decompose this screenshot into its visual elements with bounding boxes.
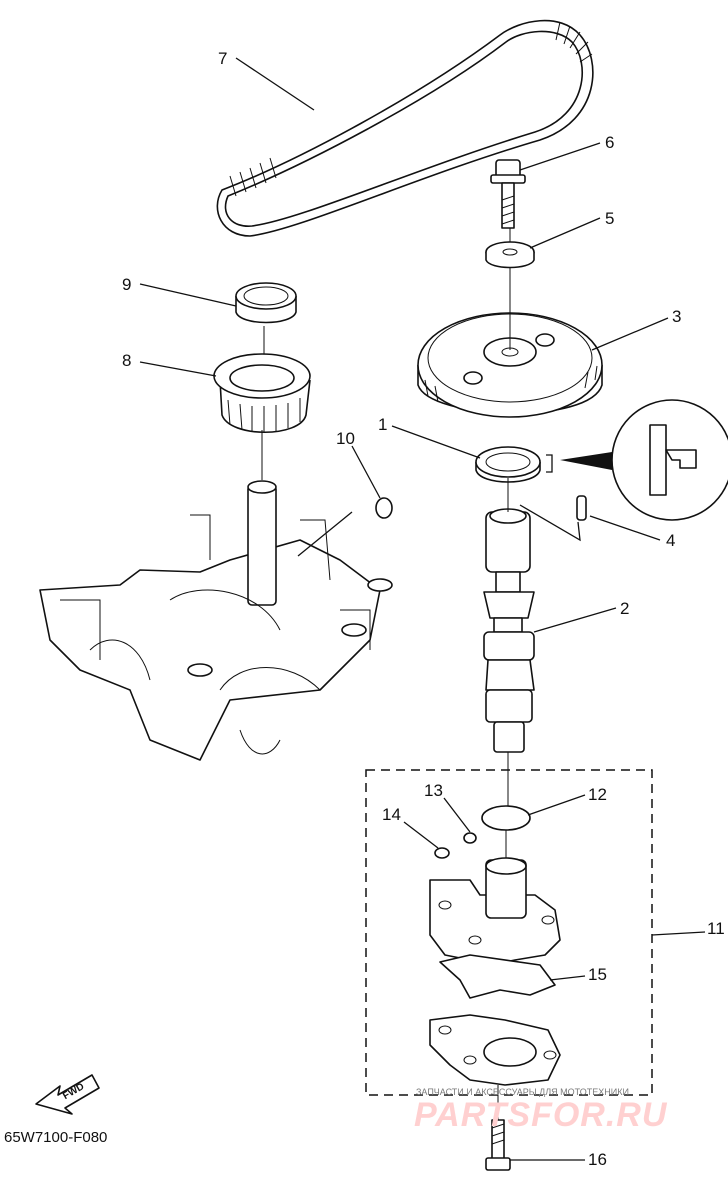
callout-9: 9: [122, 275, 131, 294]
callout-14: 14: [382, 805, 401, 824]
o-ring-13: [463, 832, 477, 844]
oil-seal-9: [235, 282, 297, 324]
callout-4: 4: [666, 531, 675, 550]
callout-7: 7: [218, 49, 227, 68]
callout-5: 5: [605, 209, 614, 228]
callout-labels: 7 6 5 3 9 8 10 1 4 2 12 13 14 11 15 16: [122, 49, 725, 1169]
o-ring-12: [481, 805, 531, 831]
callout-11: 11: [707, 919, 725, 938]
callout-1: 1: [378, 415, 387, 434]
fwd-arrow-icon: FWD: [35, 1074, 100, 1115]
bolt-6: [490, 159, 526, 229]
callout-15: 15: [588, 965, 607, 984]
callout-6: 6: [605, 133, 614, 152]
callout-13: 13: [424, 781, 443, 800]
assembly-axis-lines: [261, 228, 511, 1120]
o-ring-14: [434, 847, 450, 859]
cylinder-head: [39, 480, 393, 761]
oil-pump-cover: [429, 1014, 561, 1086]
leader-lines: [139, 57, 669, 1161]
callout-8: 8: [122, 351, 131, 370]
dowel-pin-4: [576, 495, 587, 521]
callout-16: 16: [588, 1150, 607, 1169]
dowel-pin-10: [375, 497, 393, 519]
camshaft-2: [483, 504, 581, 753]
watermark-caption: ЗАПЧАСТИ И АКСЕССУАРЫ ДЛЯ МОТОТЕХНИКИ: [416, 1087, 629, 1097]
oil-pump-assembly-box: [365, 769, 706, 1096]
gasket-15: [439, 954, 556, 999]
washer-5: [485, 241, 535, 269]
timing-belt: [216, 19, 594, 237]
callout-2: 2: [620, 599, 629, 618]
callout-10: 10: [336, 429, 355, 448]
bearing-housing-8: [213, 353, 311, 433]
callout-3: 3: [672, 307, 681, 326]
oil-seal-1: [475, 399, 728, 521]
watermark-logo: PARTSFOR.RU: [414, 1096, 668, 1134]
drawing-code: 65W7100-F080: [4, 1129, 107, 1146]
oil-pump-body: [429, 857, 561, 966]
camshaft-pulley-3: [417, 312, 603, 418]
callout-12: 12: [588, 785, 607, 804]
